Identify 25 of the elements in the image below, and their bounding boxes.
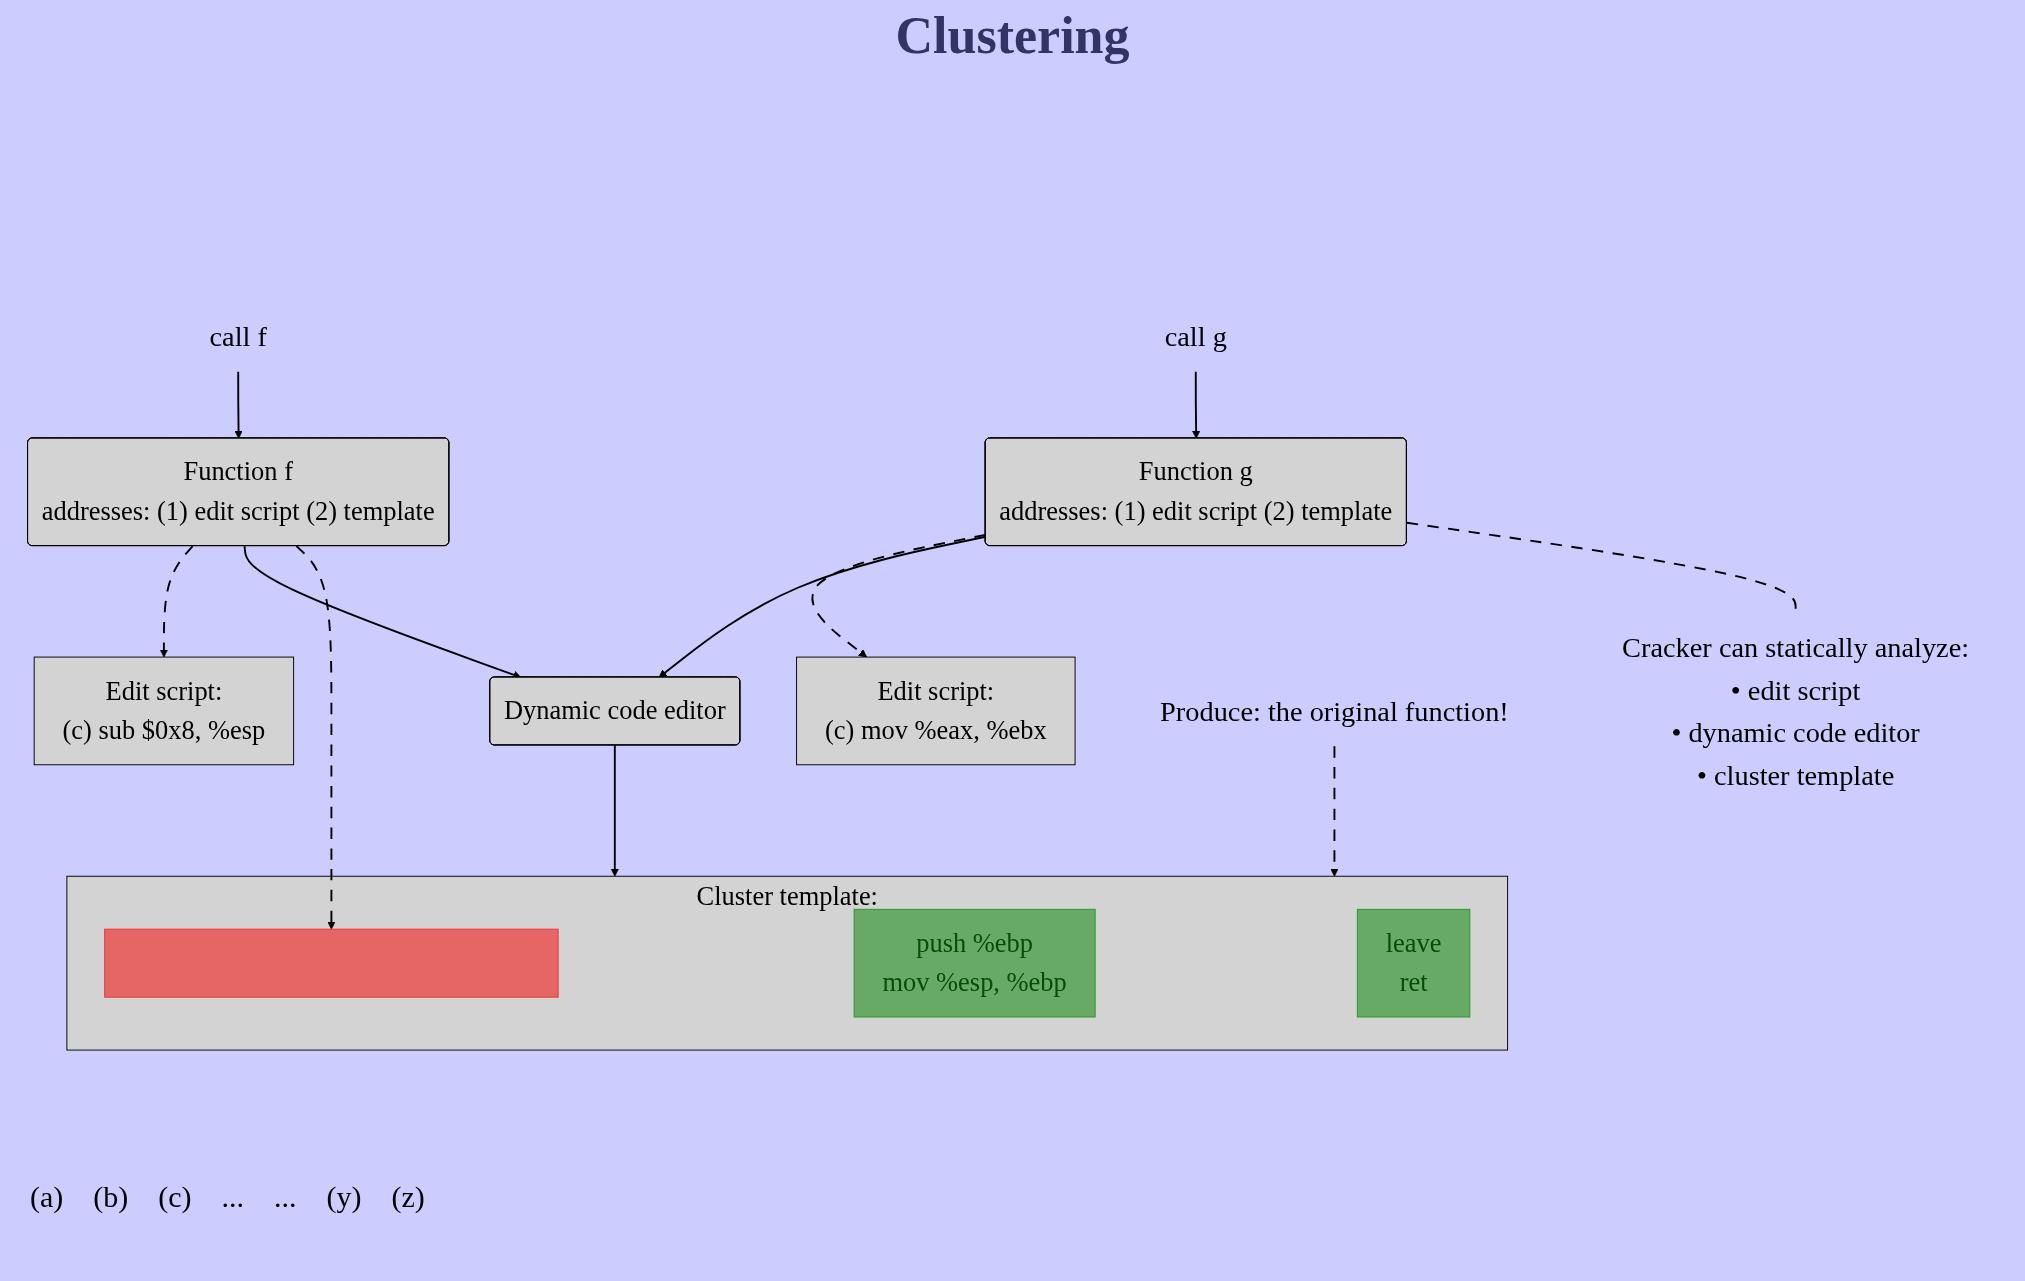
arrow: [1330, 745, 1339, 877]
node-box: Edit script: (c) mov %eax, %ebx: [796, 656, 1076, 766]
node-text: call f: [209, 320, 267, 352]
node-box: Edit script: (c) sub $0x8, %esp: [33, 656, 295, 766]
arrow: [295, 545, 336, 930]
arrow: [811, 533, 987, 658]
arrow: [234, 370, 243, 439]
node-text: Cracker can statically analyze: • edit script • dynamic code editor • cluster template: [1622, 631, 1970, 791]
note-text: (a): [30, 1180, 64, 1213]
arrow: [1192, 370, 1201, 439]
note-text: ...: [221, 1180, 245, 1213]
note-text: (z): [391, 1180, 425, 1213]
note-text: (b): [93, 1180, 129, 1213]
note-text: (c): [158, 1180, 192, 1213]
note-text: (y): [326, 1180, 362, 1213]
note-text: ...: [274, 1180, 297, 1213]
node-text: call g: [1164, 320, 1227, 352]
node-bar: [104, 928, 559, 998]
node-text: Produce: the original function!: [1160, 695, 1509, 727]
node-box: leave ret: [1356, 908, 1471, 1018]
node-box: push %ebp mov %esp, %ebp: [853, 908, 1096, 1018]
arrow: [159, 545, 194, 658]
arrow: [610, 744, 619, 877]
diagram-title: Clustering: [895, 6, 1130, 65]
arrow: [658, 535, 987, 678]
